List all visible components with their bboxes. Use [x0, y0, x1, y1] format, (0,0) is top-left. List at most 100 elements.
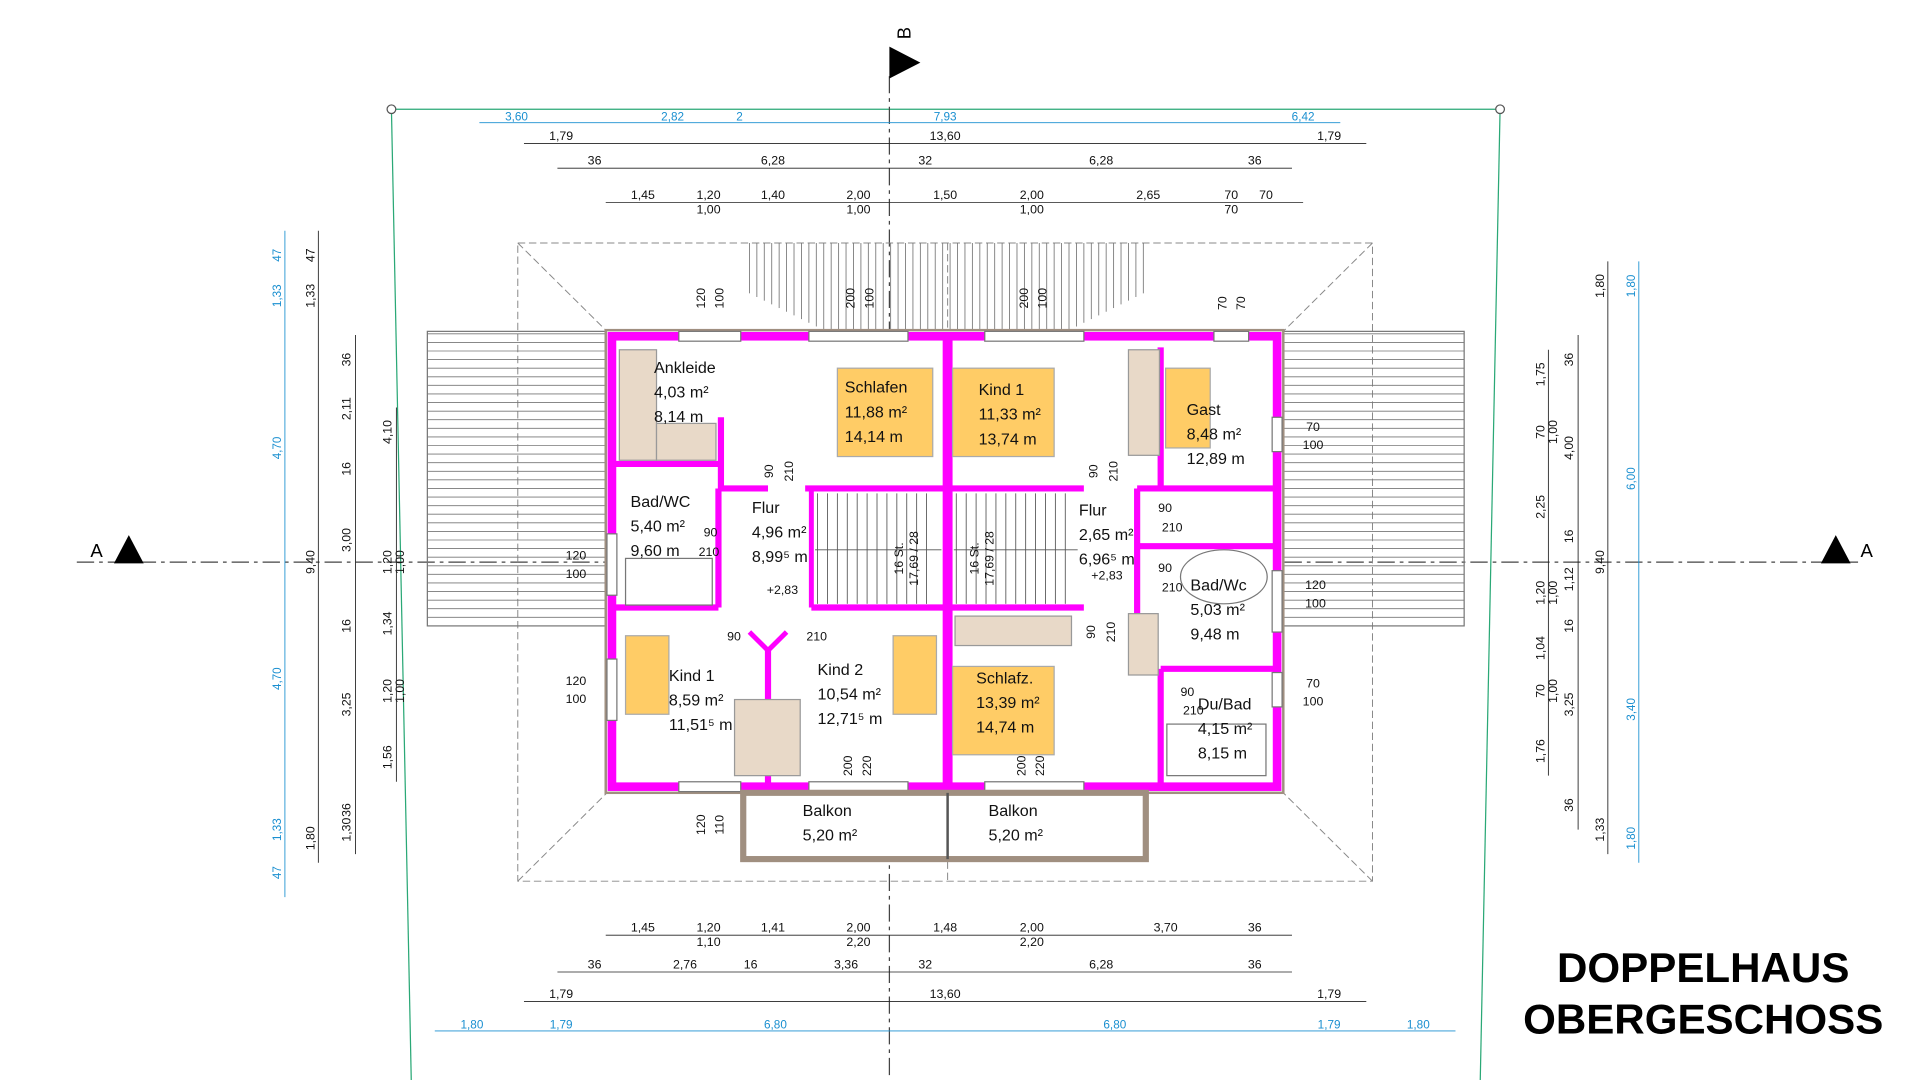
- stair-ratio: 17,69 / 28: [982, 531, 996, 586]
- window-size: 70: [1215, 296, 1229, 310]
- room-name: Balkon: [803, 802, 852, 820]
- room-area: 11,88 m²: [845, 403, 908, 421]
- dimension-value: 1,00: [1546, 679, 1560, 703]
- dimension-value: 13,60: [930, 129, 961, 143]
- room-name: Flur: [1079, 502, 1107, 520]
- room-perimeter: 14,14 m: [845, 428, 903, 446]
- dimension-value: 70: [1259, 188, 1273, 202]
- dimension-value: 1,80: [461, 1019, 484, 1032]
- room-perimeter: 8,15 m: [1198, 745, 1247, 763]
- dimension-value: 4,10: [380, 420, 394, 444]
- window-size: 110: [712, 815, 726, 835]
- room-name: Du/Bad: [1198, 695, 1252, 713]
- section-a-left-label: A: [90, 540, 103, 561]
- stair-steps: 16 St.: [892, 542, 906, 574]
- window-size: 220: [1033, 755, 1047, 776]
- room-area: 8,48 m²: [1187, 425, 1242, 443]
- dimension-value: 1,00: [846, 203, 870, 217]
- dimension-value: 4,00: [1562, 436, 1576, 460]
- door-size: 90: [727, 630, 741, 644]
- room-name: Schlafz.: [976, 670, 1033, 688]
- dimension-value: 2,20: [846, 935, 870, 949]
- dimension-value: 1,30: [340, 818, 354, 842]
- dimension-value: 1,34: [380, 611, 394, 635]
- window-size: 100: [566, 567, 587, 581]
- dimension-value: 1,79: [1317, 129, 1341, 143]
- room-name: Schlafen: [845, 379, 908, 397]
- dimension-value: 1,00: [393, 550, 407, 574]
- room-name: Kind 1: [979, 381, 1025, 399]
- bed: [1165, 367, 1211, 449]
- dimension-value: 16: [1562, 529, 1576, 543]
- wardrobe: [655, 422, 717, 461]
- dimension-value: 1,80: [304, 826, 318, 850]
- window-size: 100: [1305, 597, 1326, 611]
- window-size: 200: [841, 755, 855, 776]
- room-name: Balkon: [988, 802, 1037, 820]
- dimension-value: 16: [744, 957, 758, 971]
- window-size: 200: [844, 288, 858, 309]
- dimension-value: 1,10: [696, 935, 720, 949]
- dimension-value: 16: [340, 462, 354, 476]
- room-area: 5,03 m²: [1190, 601, 1245, 619]
- dimension-value: 1,76: [1534, 739, 1548, 763]
- dimension-value: 32: [918, 957, 932, 971]
- door-size: 90: [1084, 625, 1098, 639]
- shower: [624, 557, 713, 606]
- room-area: 5,20 m²: [803, 827, 858, 845]
- door-size: 210: [699, 545, 720, 559]
- room-area: 2,65 m²: [1079, 526, 1134, 544]
- window-size: 100: [862, 288, 876, 309]
- dimension-value: 2,00: [1020, 921, 1044, 935]
- room-perimeter: 6,96⁵ m: [1079, 551, 1135, 569]
- dimension-value: 1,20: [380, 679, 394, 703]
- room-perimeter: 9,60 m: [631, 542, 680, 560]
- room-name: Ankleide: [654, 359, 716, 377]
- door-size: 90: [1180, 685, 1194, 699]
- bed: [951, 665, 1055, 756]
- room-area: 13,39 m²: [976, 694, 1040, 712]
- dimension-value: 1,80: [1407, 1019, 1430, 1032]
- dimension-value: 1,79: [549, 129, 573, 143]
- room-area: 11,33 m²: [979, 406, 1042, 424]
- door-size: 90: [762, 464, 776, 478]
- room-name: Kind 1: [669, 667, 715, 685]
- dimension-value: 32: [918, 154, 932, 168]
- dimension-value: 36: [1248, 921, 1262, 935]
- furniture: [618, 349, 1268, 777]
- room-name: Gast: [1187, 401, 1222, 419]
- dimension-value: 2,00: [1020, 188, 1044, 202]
- dimension-value: 1,00: [696, 203, 720, 217]
- bed: [951, 367, 1055, 458]
- dimension-value: 6,80: [764, 1019, 787, 1032]
- section-a-right-marker: [1820, 535, 1851, 564]
- dimension-value: 16: [1562, 619, 1576, 633]
- dimension-value: 70: [1534, 684, 1548, 698]
- window-size: 100: [1303, 438, 1324, 452]
- wardrobe: [618, 349, 658, 461]
- window-size: 70: [1306, 676, 1320, 690]
- dimension-value: 2,25: [1534, 495, 1548, 519]
- windows: [606, 330, 1283, 793]
- dimension-value: 2,76: [673, 957, 697, 971]
- door-size: 210: [1162, 520, 1183, 534]
- dimension-value: 1,56: [380, 745, 394, 769]
- wardrobe: [954, 615, 1073, 647]
- window-size: 120: [694, 288, 708, 309]
- door-size: 210: [1106, 461, 1120, 482]
- door-size: 90: [1158, 561, 1172, 575]
- dimension-value: 36: [1562, 353, 1576, 367]
- door-size: 210: [1183, 703, 1204, 717]
- room-name: Kind 2: [818, 661, 864, 679]
- dimension-value: 6,42: [1292, 110, 1315, 123]
- dimension-value: 2,82: [661, 110, 684, 123]
- door-size: 210: [1162, 581, 1183, 595]
- room-area: 5,40 m²: [631, 517, 686, 535]
- dimension-value: 1,00: [1020, 203, 1044, 217]
- dimension-value: 1,04: [1534, 636, 1548, 660]
- shower: [1166, 723, 1267, 777]
- dimension-value: 36: [1248, 957, 1262, 971]
- room-perimeter: 8,14 m: [654, 408, 703, 426]
- dimension-value: 1,40: [761, 188, 785, 202]
- window-size: 120: [1305, 578, 1326, 592]
